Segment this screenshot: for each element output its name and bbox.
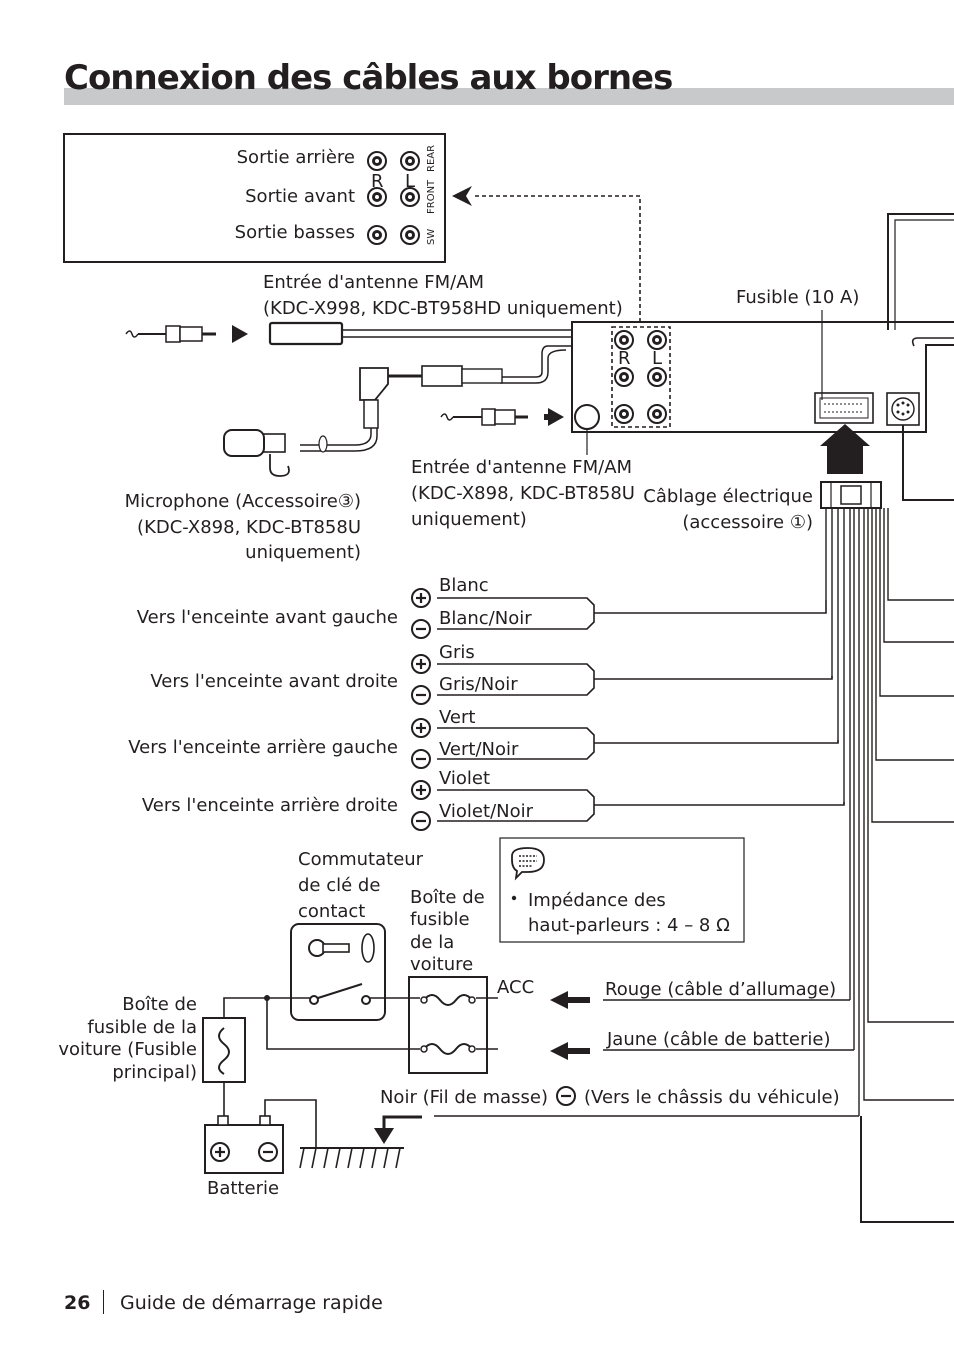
- speaker-rear-left-plus: Vert: [439, 707, 475, 728]
- antenna-bottom-label-1: Entrée d'antenne FM/AM: [411, 457, 632, 478]
- ground-target-label: (Vers le châssis du véhicule): [584, 1087, 840, 1108]
- footer-title: Guide de démarrage rapide: [120, 1292, 383, 1314]
- microphone-label-3: uniquement): [245, 542, 361, 563]
- impedance-note-box: [499, 837, 745, 943]
- rear-right-minus-icon: [410, 810, 432, 832]
- output-r-label: R: [371, 171, 384, 192]
- speaker-front-right-minus: Gris/Noir: [439, 674, 518, 695]
- sub-r-jack: [367, 225, 387, 245]
- impedance-note-2: haut-parleurs : 4 – 8 Ω: [528, 915, 730, 936]
- car-fuse-label-1: Boîte de: [410, 887, 485, 908]
- impedance-note-1: Impédance des: [528, 890, 666, 911]
- front-output-label: Sortie avant: [245, 186, 355, 207]
- front-tag: FRONT: [426, 179, 437, 214]
- rear-tag: REAR: [426, 145, 437, 172]
- car-fuse-label-4: voiture: [410, 954, 473, 975]
- ground-arrow: [374, 1128, 394, 1144]
- page-title: Connexion des câbles aux bornes: [64, 58, 673, 98]
- microphone-label-1: Microphone (Accessoire③): [125, 491, 361, 512]
- car-fuse-label-2: fusible: [410, 909, 470, 930]
- antenna-top-label-1: Entrée d'antenne FM/AM: [263, 272, 484, 293]
- yellow-wire-label: Jaune (câble de batterie): [606, 1029, 831, 1050]
- battery-label: Batterie: [207, 1178, 279, 1199]
- outputs-box: Sortie arrière Sortie avant Sortie basse…: [63, 133, 446, 263]
- sub-l-jack: [400, 225, 420, 245]
- sw-tag: SW: [426, 229, 437, 245]
- car-fuse-box: [408, 976, 488, 1074]
- ground-wire-label: Noir (Fil de masse): [380, 1087, 548, 1108]
- harness-label-2: (accessoire ①): [682, 512, 813, 533]
- main-fuse-label-1: Boîte de: [122, 994, 197, 1015]
- front-left-plus-icon: [410, 587, 432, 609]
- ignition-switch-label-3: contact: [298, 901, 365, 922]
- unit-r-label: R: [618, 348, 631, 369]
- preout-dashed-line: [472, 195, 641, 322]
- speaker-section: [410, 587, 845, 832]
- harness-connector: [820, 424, 882, 509]
- front-right-plus-icon: [410, 653, 432, 675]
- speaker-rear-right-target: Vers l'enceinte arrière droite: [142, 795, 398, 816]
- preout-arrow: [452, 186, 472, 206]
- car-fuse-label-3: de la: [410, 932, 454, 953]
- speaker-rear-left-minus: Vert/Noir: [439, 739, 519, 760]
- antenna-cable-top: [125, 321, 572, 346]
- red-wire-label: Rouge (câble d’allumage): [605, 979, 836, 1000]
- main-fuse-label-4: principal): [112, 1062, 197, 1083]
- rear-l-jack: [400, 151, 420, 171]
- speaker-rear-left-target: Vers l'enceinte arrière gauche: [128, 737, 398, 758]
- acc-label: ACC: [497, 977, 534, 998]
- red-wire-arrow: [550, 991, 590, 1009]
- antenna-bottom-label-2: (KDC-X898, KDC-BT858U: [411, 483, 635, 504]
- main-fuse-label-2: fusible de la: [87, 1017, 197, 1038]
- speaker-rear-right-plus: Violet: [439, 768, 490, 789]
- rca-jack-group: [611, 326, 671, 428]
- output-l-label: L: [405, 171, 415, 192]
- title-underline-bar: [64, 88, 954, 105]
- unit-l-label: L: [652, 348, 662, 369]
- power-section: [202, 923, 859, 1174]
- speaker-front-left-target: Vers l'enceinte avant gauche: [137, 607, 398, 628]
- microphone-label-2: (KDC-X898, KDC-BT858U: [137, 517, 361, 538]
- ignition-switch-label-1: Commutateur: [298, 849, 424, 870]
- wire-bundle: [825, 508, 954, 1223]
- front-right-minus-icon: [410, 684, 432, 706]
- speaker-front-left-minus: Blanc/Noir: [439, 608, 532, 629]
- antenna-jack: [574, 404, 600, 430]
- front-left-minus-icon: [410, 618, 432, 640]
- speaker-front-right-plus: Gris: [439, 642, 475, 663]
- microphone-head: [223, 429, 265, 457]
- page-number: 26: [64, 1292, 91, 1314]
- ignition-switch-label-2: de clé de: [298, 875, 380, 896]
- rear-left-plus-icon: [410, 717, 432, 739]
- battery-minus-icon: [257, 1141, 279, 1163]
- rear-left-minus-icon: [410, 748, 432, 770]
- rear-r-jack: [367, 151, 387, 171]
- speaker-rear-right-minus: Violet/Noir: [439, 801, 534, 822]
- antenna-adapter: [268, 321, 344, 346]
- sub-output-label: Sortie basses: [235, 222, 355, 243]
- rear-right-plus-icon: [410, 779, 432, 801]
- footer-separator: [103, 1290, 104, 1314]
- antenna-bottom-label-3: uniquement): [411, 509, 527, 530]
- antenna-top-label-2: (KDC-X998, KDC-BT958HD uniquement): [263, 298, 623, 319]
- battery-plus-icon: [209, 1141, 231, 1163]
- speaker-front-left-plus: Blanc: [439, 575, 489, 596]
- antenna-cable-bottom: [440, 408, 588, 455]
- ground-minus-icon: [555, 1085, 577, 1107]
- harness-up-arrow: [820, 424, 870, 474]
- fuse-label: Fusible (10 A): [736, 287, 859, 308]
- main-fuse-box: [202, 1017, 246, 1083]
- rear-output-label: Sortie arrière: [237, 147, 355, 168]
- microphone-cable: [223, 345, 572, 477]
- main-fuse-label-3: voiture (Fusible: [58, 1039, 197, 1060]
- speaker-front-right-target: Vers l'enceinte avant droite: [150, 671, 398, 692]
- yellow-wire-arrow: [550, 1042, 590, 1060]
- harness-label-1: Câblage électrique: [643, 486, 813, 507]
